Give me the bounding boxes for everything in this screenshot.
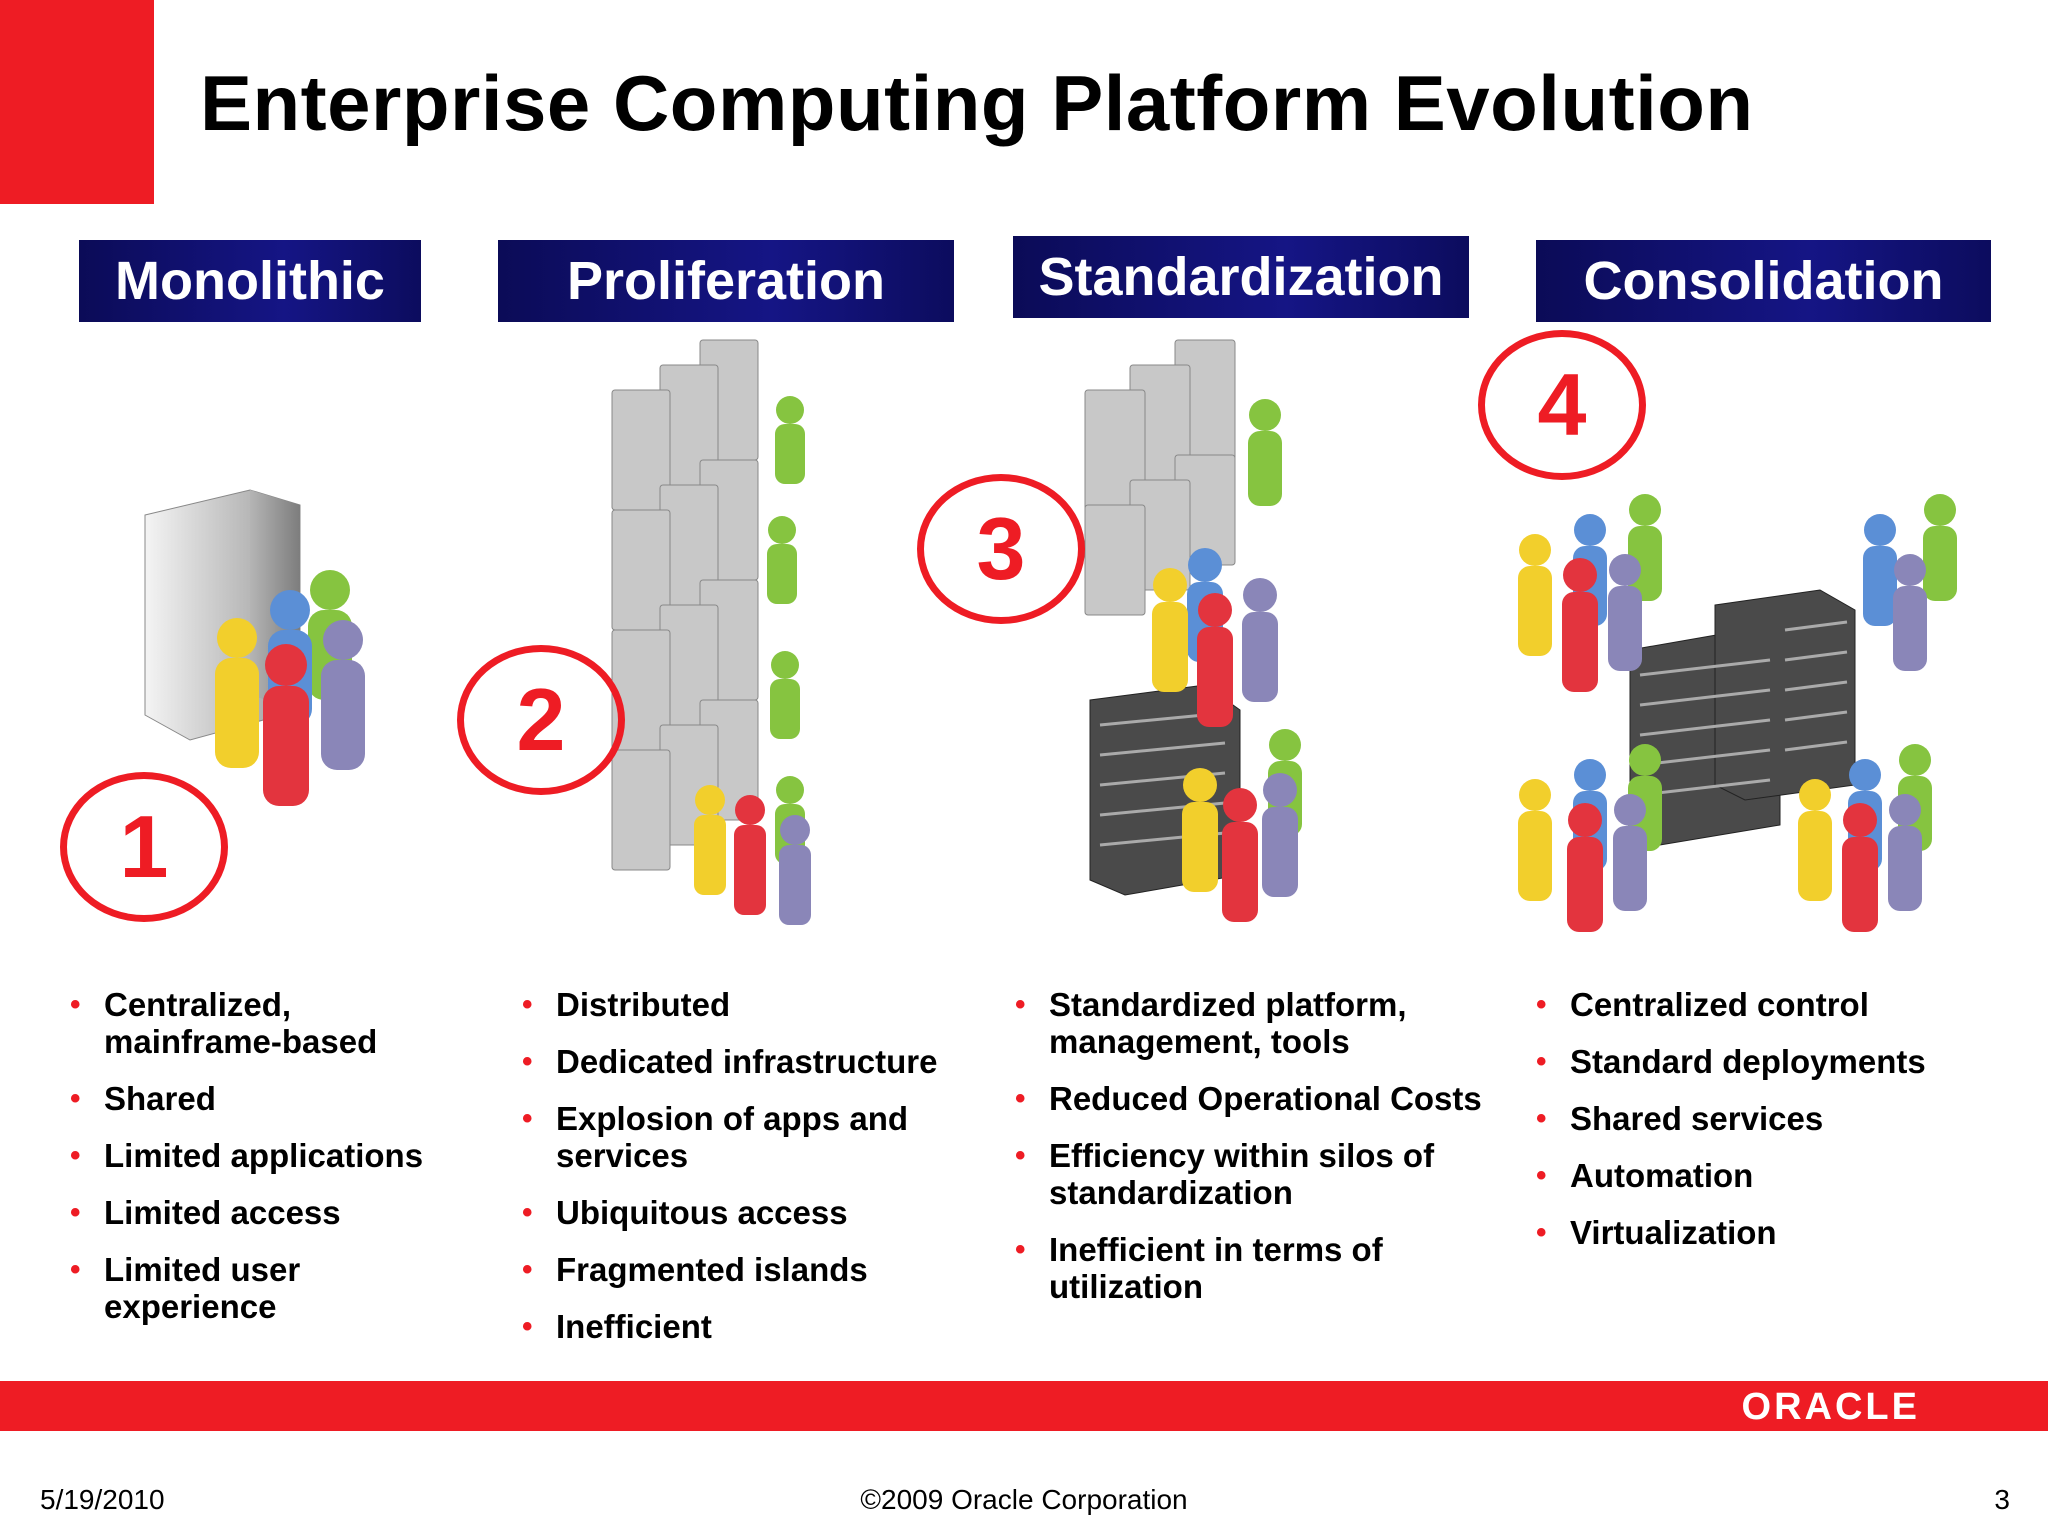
oracle-logo: ORACLE <box>1741 1386 1920 1428</box>
list-item: Explosion of apps and services <box>522 1100 982 1174</box>
footer-red-bar <box>0 1381 2048 1431</box>
stage-4-bullets: Centralized control Standard deployments… <box>1536 986 2016 1271</box>
people-group-icon <box>215 570 365 806</box>
list-item: Fragmented islands <box>522 1251 982 1288</box>
stage-number-4: 4 <box>1478 330 1646 480</box>
list-item: Inefficient <box>522 1308 982 1345</box>
stage-3-bullets: Standardized platform, management, tools… <box>1015 986 1505 1325</box>
stage-number-3: 3 <box>917 474 1085 624</box>
stage-2-bullets: Distributed Dedicated infrastructure Exp… <box>522 986 982 1365</box>
stage-header-proliferation: Proliferation <box>498 240 954 322</box>
list-item: Dedicated infrastructure <box>522 1043 982 1080</box>
stage-number-2: 2 <box>457 645 625 795</box>
proliferation-servers-illustration <box>611 339 811 925</box>
list-item: Inefficient in terms of utilization <box>1015 1231 1505 1305</box>
people-group-icon <box>694 396 811 925</box>
people-group-icon <box>1152 399 1302 922</box>
slide-title: Enterprise Computing Platform Evolution <box>200 59 1754 147</box>
page-number: 3 <box>1994 1484 2010 1515</box>
people-group-icon <box>1518 494 1957 932</box>
mainframe-illustration <box>144 489 365 806</box>
list-item: Reduced Operational Costs <box>1015 1080 1505 1117</box>
list-item: Shared <box>70 1080 450 1117</box>
list-item: Standardized platform, management, tools <box>1015 986 1505 1060</box>
footer-date: 5/19/2010 <box>40 1484 165 1515</box>
list-item: Limited user experience <box>70 1251 450 1325</box>
stage-header-consolidation: Consolidation <box>1536 240 1991 322</box>
list-item: Virtualization <box>1536 1214 2016 1251</box>
stage-1-bullets: Centralized, mainframe-based Shared Limi… <box>70 986 450 1345</box>
stage-header-standardization: Standardization <box>1013 236 1469 318</box>
list-item: Limited applications <box>70 1137 450 1174</box>
list-item: Centralized control <box>1536 986 2016 1023</box>
consolidation-servers-illustration <box>1518 494 1957 932</box>
list-item: Distributed <box>522 986 982 1023</box>
stage-header-monolithic: Monolithic <box>79 240 421 322</box>
standardization-servers-illustration <box>1084 339 1302 922</box>
list-item: Ubiquitous access <box>522 1194 982 1231</box>
list-item: Efficiency within silos of standardizati… <box>1015 1137 1505 1211</box>
list-item: Centralized, mainframe-based <box>70 986 450 1060</box>
list-item: Automation <box>1536 1157 2016 1194</box>
list-item: Shared services <box>1536 1100 2016 1137</box>
red-accent-block <box>0 0 154 204</box>
list-item: Standard deployments <box>1536 1043 2016 1080</box>
stage-number-1: 1 <box>60 772 228 922</box>
footer-copyright: ©2009 Oracle Corporation <box>860 1484 1188 1515</box>
list-item: Limited access <box>70 1194 450 1231</box>
